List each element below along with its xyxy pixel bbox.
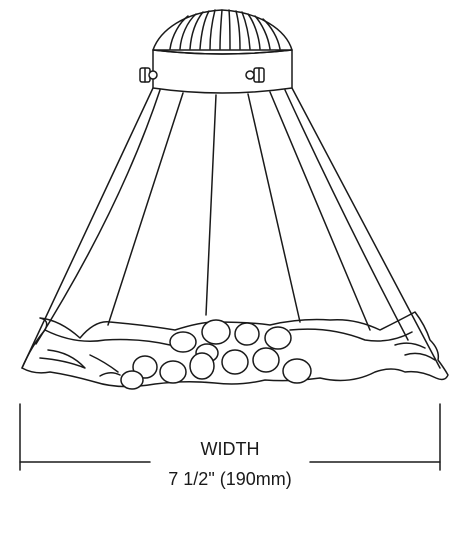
left-thumb-screw <box>139 67 158 83</box>
pebble-glass <box>120 319 312 390</box>
dome-cap <box>152 9 293 51</box>
width-value: 7 1/2" (190mm) <box>168 469 291 489</box>
width-label: WIDTH <box>201 439 260 459</box>
right-thumb-screw <box>245 67 265 83</box>
shade-rim <box>21 311 449 388</box>
width-dimension: WIDTH 7 1/2" (190mm) <box>19 403 441 489</box>
fitter-collar <box>152 49 293 94</box>
shade-panels <box>21 87 441 369</box>
